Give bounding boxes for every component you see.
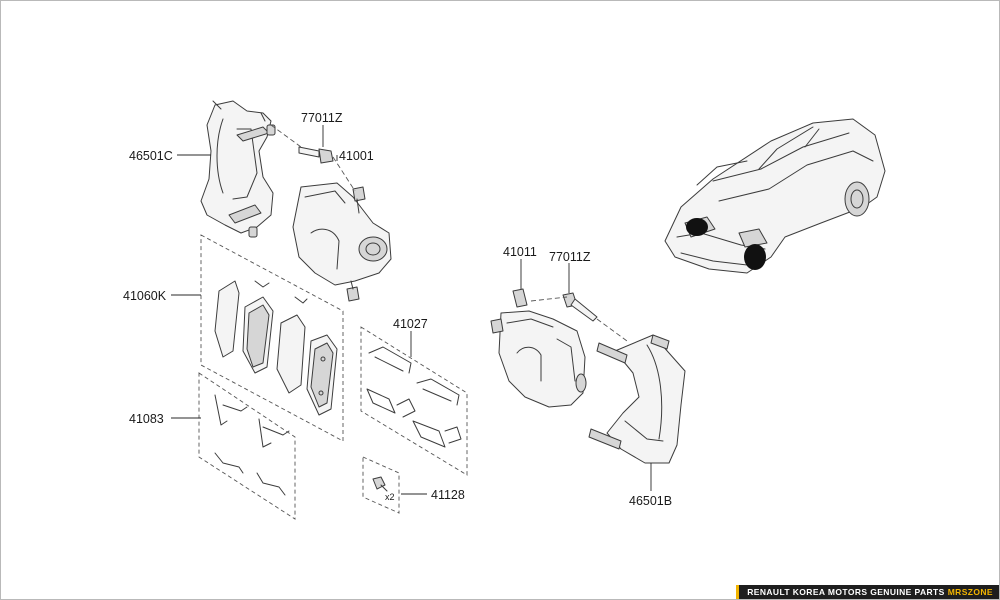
brake-caliper-41001[interactable]: [292, 182, 392, 302]
banner-text: RENAULT KOREA MOTORS GENUINE PARTS: [747, 587, 945, 597]
brake-caliper-41011[interactable]: [490, 288, 587, 408]
leader-lines: [171, 124, 652, 495]
quantity-41128: x2: [385, 492, 395, 502]
bolt-kit-41128[interactable]: [362, 456, 400, 514]
pad-clip-kit-41027[interactable]: [360, 326, 468, 476]
source-banner: RENAULT KOREA MOTORS GENUINE PARTS MRSZO…: [736, 585, 999, 599]
label-41060k[interactable]: 41060K: [123, 289, 167, 303]
guide-bolt-77011z-top[interactable]: [298, 146, 334, 164]
label-41083[interactable]: 41083: [129, 412, 164, 426]
pad-spring-kit-41083[interactable]: [198, 372, 296, 520]
guide-bolt-77011z-right[interactable]: [562, 292, 598, 322]
caliper-carrier-46501c[interactable]: [200, 100, 276, 238]
label-41001[interactable]: 41001: [339, 149, 374, 163]
banner-brand: MRSZONE: [947, 587, 993, 597]
label-41011[interactable]: 41011: [503, 245, 537, 259]
label-46501b[interactable]: 46501B: [629, 494, 672, 508]
label-41027[interactable]: 41027: [393, 317, 428, 331]
label-46501c[interactable]: 46501C: [129, 149, 173, 163]
brake-pad-set-41060k[interactable]: [200, 234, 344, 442]
label-77011z-right[interactable]: 77011Z: [549, 250, 591, 264]
part-labels: 46501C 77011Z 41001 41060K 41083 41027 4…: [123, 111, 672, 508]
label-77011z-top[interactable]: 77011Z: [301, 111, 343, 125]
vehicle-illustration: [664, 118, 886, 274]
label-41128[interactable]: 41128: [431, 488, 465, 502]
caliper-carrier-46501b[interactable]: [588, 334, 686, 464]
